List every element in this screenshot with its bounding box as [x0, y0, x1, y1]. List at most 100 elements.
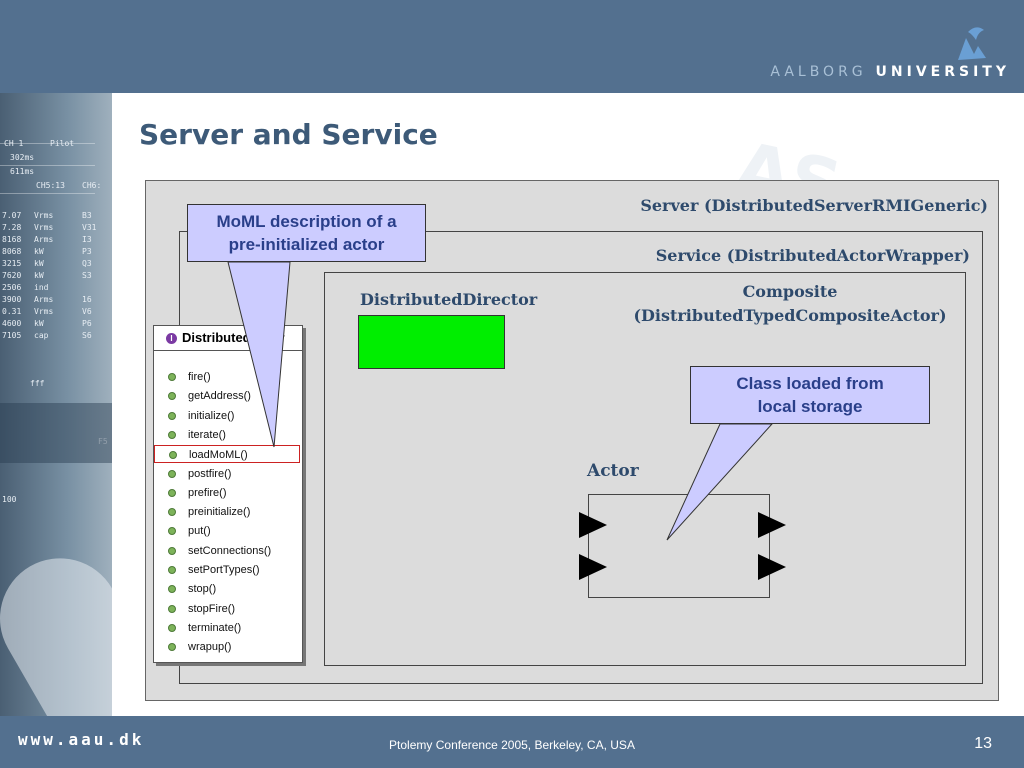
method-item[interactable]: preinitialize() — [154, 503, 300, 521]
method-label: initialize() — [188, 409, 235, 422]
screen-text: Vrms — [34, 211, 54, 220]
method-item[interactable]: initialize() — [154, 407, 300, 425]
screen-text: 2506 — [2, 283, 22, 292]
screen-text: 7.28 — [2, 223, 22, 232]
method-item[interactable]: setPortTypes() — [154, 561, 300, 579]
screen-text: 302ms — [10, 153, 35, 162]
interface-badge-icon: I — [166, 333, 177, 344]
method-icon — [168, 508, 176, 517]
output-port-2-icon — [758, 554, 786, 580]
screen-text: CH6: — [82, 181, 102, 190]
screen-text: Vrms — [34, 223, 54, 232]
method-icon — [168, 373, 176, 381]
actor-label: Actor — [587, 461, 639, 481]
method-icon — [168, 566, 176, 574]
method-label: stopFire() — [188, 602, 236, 615]
logo-word-aalborg: AALBORG — [770, 64, 867, 80]
method-item[interactable]: getAddress() — [154, 387, 300, 405]
screen-text: 16 — [82, 295, 92, 304]
screen-text: S3 — [82, 271, 92, 280]
method-icon — [168, 411, 176, 420]
class-callout-line1: Class loaded from — [736, 374, 884, 393]
method-label: setConnections() — [188, 544, 272, 557]
screen-text: S6 — [82, 331, 92, 340]
screen-text: 7105 — [2, 331, 22, 340]
screen-text: 100 — [2, 495, 17, 504]
screen-text: 4600 — [2, 319, 22, 328]
screen-text: I3 — [82, 235, 92, 244]
screen-text: B3 — [82, 211, 92, 220]
method-icon — [168, 546, 176, 555]
method-item[interactable]: stop() — [154, 580, 300, 598]
method-icon — [168, 488, 176, 497]
university-logo-text: AALBORG UNIVERSITY — [770, 64, 1010, 80]
method-item[interactable]: prefire() — [154, 484, 300, 502]
input-port-1-icon — [579, 512, 607, 538]
method-label: terminate() — [188, 621, 242, 634]
method-label: postfire() — [188, 467, 232, 480]
screen-text: P3 — [82, 247, 92, 256]
footer-url: www.aau.dk — [18, 730, 145, 749]
screen-text: F5 — [98, 437, 108, 446]
class-panel: I DistributedActor fire() getAddress() init… — [153, 325, 303, 663]
class-panel-header: I DistributedActor — [154, 326, 302, 351]
screen-text: kW — [34, 271, 44, 280]
screen-text: 8168 — [2, 235, 22, 244]
method-item[interactable]: stopFire() — [154, 600, 300, 618]
composite-label-line1: Composite — [742, 282, 838, 301]
method-item[interactable]: wrapup() — [154, 638, 300, 656]
screen-text: 7620 — [2, 271, 22, 280]
method-item[interactable]: postfire() — [154, 465, 300, 483]
method-item[interactable]: setConnections() — [154, 542, 300, 560]
input-port-2-icon — [579, 554, 607, 580]
method-icon — [168, 469, 176, 478]
method-icon — [168, 623, 176, 632]
method-item[interactable]: terminate() — [154, 619, 300, 637]
method-icon — [168, 527, 176, 536]
screen-text: Pilot — [50, 139, 75, 148]
output-port-1-icon — [758, 512, 786, 538]
method-label: setPortTypes() — [188, 564, 260, 576]
decorative-photo-panel: CH 1 Pilot 302ms 611ms CH5:13 CH6: 7.07 … — [0, 93, 112, 716]
screen-text: kW — [34, 259, 44, 268]
method-label: loadMoML() — [189, 449, 248, 462]
actor-ports — [579, 512, 786, 580]
method-icon — [169, 451, 177, 460]
screen-text: Arms — [34, 235, 54, 244]
screen-text: V6 — [82, 307, 92, 316]
method-label: wrapup() — [188, 641, 232, 654]
method-item[interactable]: fire() — [154, 368, 300, 386]
screen-text: cap — [34, 331, 49, 340]
slide-title: Server and Service — [139, 118, 438, 151]
screen-text: V31 — [82, 223, 97, 232]
screen-text: P6 — [82, 319, 92, 328]
screen-text: 611ms — [10, 167, 35, 176]
screen-text: CH5:13 — [36, 181, 65, 190]
method-label: iterate() — [188, 428, 226, 441]
method-label: getAddress() — [188, 390, 251, 403]
class-callout-line2: local storage — [757, 397, 863, 416]
server-label: Server (DistributedServerRMIGeneric) — [640, 196, 988, 215]
screen-text: 7.07 — [2, 211, 22, 220]
moml-callout-line2: pre-initialized actor — [228, 235, 385, 254]
footer-conference: Ptolemy Conference 2005, Berkeley, CA, U… — [389, 738, 635, 752]
screen-text: Q3 — [82, 259, 92, 268]
header-bar: AALBORG UNIVERSITY — [0, 0, 1024, 93]
method-icon — [168, 430, 176, 439]
page-number: 13 — [974, 735, 992, 752]
method-icon — [168, 604, 176, 613]
screen-text: kW — [34, 247, 44, 256]
moml-callout: MoML description of a pre-initialized ac… — [187, 204, 426, 262]
method-item[interactable]: iterate() — [154, 426, 300, 444]
screen-text: 3900 — [2, 295, 22, 304]
class-loaded-callout: Class loaded from local storage — [690, 366, 930, 424]
screen-text: 3215 — [2, 259, 22, 268]
method-label: put() — [188, 525, 211, 538]
class-panel-title: DistributedActor — [182, 330, 285, 345]
screen-text: kW — [34, 319, 44, 328]
method-item[interactable]: put() — [154, 522, 300, 540]
director-block — [358, 315, 505, 369]
screen-text: ind — [34, 283, 49, 292]
university-logo-icon — [958, 27, 986, 60]
method-item[interactable]: loadMoML() — [154, 445, 300, 464]
